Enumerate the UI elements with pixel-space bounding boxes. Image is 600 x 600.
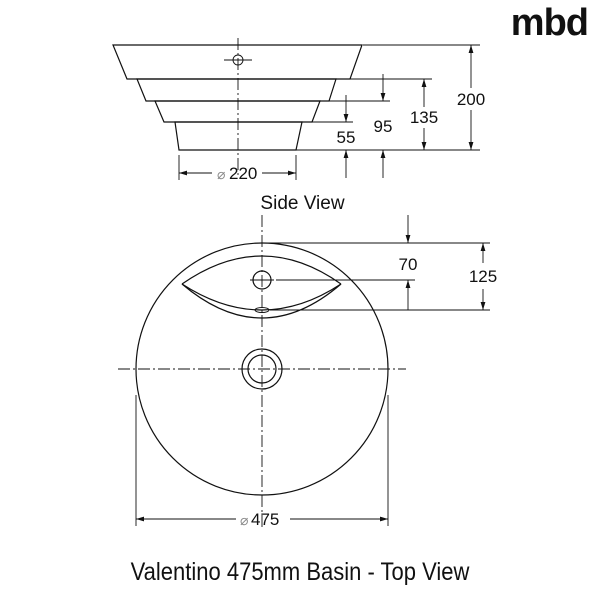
dim-475: 475 (251, 510, 279, 529)
side-view-title: Side View (260, 193, 345, 214)
diameter-symbol: ⌀ (217, 166, 225, 182)
dim-125: 125 (469, 267, 497, 286)
dim-55: 55 (337, 128, 356, 147)
bowl-inner-edge (181, 283, 342, 311)
diameter-symbol: ⌀ (240, 512, 248, 528)
dim-70: 70 (399, 255, 418, 274)
overflow-slot (254, 307, 270, 313)
drawing-caption: Valentino 475mm Basin - Top View (130, 558, 470, 586)
dim-200: 200 (457, 90, 485, 109)
tap-hole-icon (224, 54, 252, 66)
dim-135: 135 (410, 108, 438, 127)
basin-tier-2 (136, 78, 337, 102)
dim-220: 220 (229, 164, 257, 183)
top-view-drawing: 70 125 ⌀ 475 (118, 215, 497, 529)
dim-95: 95 (374, 117, 393, 136)
basin-rim-tier (112, 44, 363, 80)
side-view-drawing: 55 95 135 200 ⌀ 220 (112, 38, 485, 183)
basin-tier-3 (154, 100, 321, 123)
brand-logo: mbd (510, 2, 589, 44)
basin-base (174, 121, 303, 151)
